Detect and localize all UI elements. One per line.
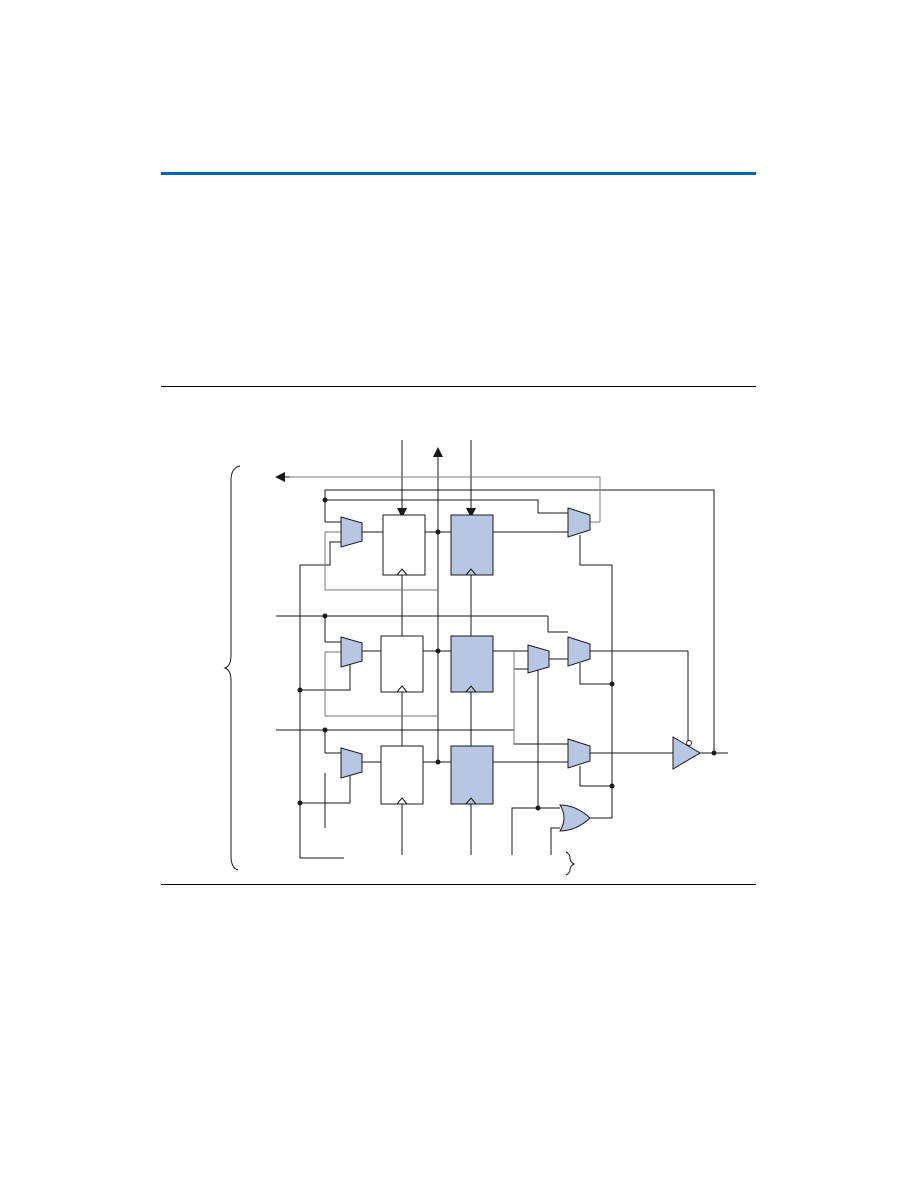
register-oe-1 xyxy=(382,514,426,576)
header-rule xyxy=(161,172,756,175)
figure-bottom-rule xyxy=(161,884,756,885)
mux-icon xyxy=(340,747,363,779)
mux-icon xyxy=(527,644,550,674)
or-gate-icon xyxy=(559,804,591,832)
register-oe-2 xyxy=(450,514,494,576)
register-out-1 xyxy=(380,635,424,693)
mux-icon xyxy=(340,636,363,668)
register-in-1 xyxy=(380,745,424,805)
register-in-2 xyxy=(450,745,494,805)
mux-icon xyxy=(567,738,591,769)
left-brace xyxy=(223,465,241,871)
junction-dots xyxy=(297,497,717,811)
mux-icon xyxy=(340,516,363,548)
buffer-enable-bubble xyxy=(686,740,692,746)
clock-marks xyxy=(396,568,477,805)
figure-top-rule xyxy=(161,386,756,387)
gray-wires xyxy=(280,476,601,744)
mux-icon xyxy=(567,636,591,667)
register-out-2 xyxy=(450,635,494,693)
tristate-buffer-icon xyxy=(672,736,701,770)
mux-icon xyxy=(567,507,591,538)
